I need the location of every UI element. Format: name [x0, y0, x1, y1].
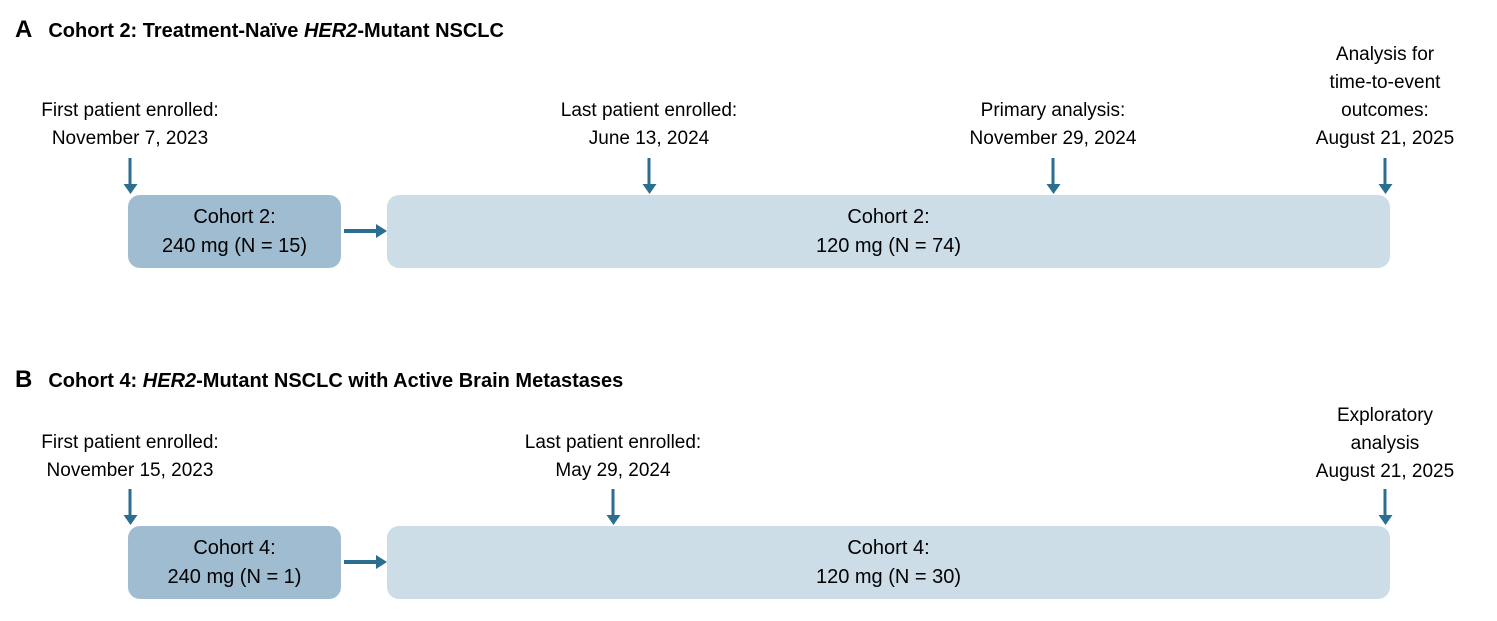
- down-arrow-icon: [1046, 158, 1061, 194]
- box-cohort4-120mg: Cohort 4: 120 mg (N = 30): [387, 526, 1390, 599]
- milestone-exploratory-analysis-b: Exploratory analysis August 21, 2025: [1316, 402, 1454, 486]
- box-cohort-line: Cohort 2:: [193, 205, 276, 228]
- milestone-label-line: First patient enrolled:: [41, 100, 219, 121]
- box-cohort4-240mg: Cohort 4: 240 mg (N = 1): [128, 526, 341, 599]
- milestone-first-patient-enrolled-b: First patient enrolled: November 15, 202…: [41, 429, 218, 485]
- milestone-date-line: May 29, 2024: [555, 460, 671, 481]
- milestone-date-line: August 21, 2025: [1315, 461, 1455, 482]
- down-arrow-icon: [123, 158, 138, 194]
- panel-b-heading-prefix: Cohort 4:: [48, 370, 143, 392]
- box-dose-line: 240 mg (N = 1): [167, 565, 302, 588]
- milestone-label-line: Analysis for: [1335, 44, 1435, 65]
- box-dose-line: 240 mg (N = 15): [161, 234, 308, 257]
- right-arrow-icon: [344, 224, 387, 238]
- panel-a-heading-gene: HER2: [303, 20, 358, 42]
- down-arrow-icon: [642, 158, 657, 194]
- box-cohort-line: Cohort 4:: [847, 536, 930, 559]
- milestone-first-patient-enrolled-a: First patient enrolled: November 7, 2023: [41, 97, 218, 153]
- box-cohort-line: Cohort 4:: [193, 536, 276, 559]
- box-dose-line: 120 mg (N = 74): [815, 234, 962, 257]
- panel-a-heading-prefix: Cohort 2: Treatment-Naïve: [48, 20, 304, 42]
- milestone-time-to-event-analysis-a: Analysis for time-to-event outcomes: Aug…: [1316, 41, 1454, 153]
- box-cohort2-240mg: Cohort 2: 240 mg (N = 15): [128, 195, 341, 268]
- right-arrow-icon: [344, 555, 387, 569]
- down-arrow-icon: [606, 489, 621, 525]
- panel-a-title: A Cohort 2: Treatment-Naïve HER2-Mutant …: [15, 16, 504, 44]
- milestone-label-line: outcomes:: [1341, 100, 1429, 121]
- milestone-last-patient-enrolled-a: Last patient enrolled: June 13, 2024: [561, 97, 737, 153]
- milestone-label-line: First patient enrolled:: [41, 432, 219, 453]
- panel-a-heading-suffix: -Mutant NSCLC: [357, 20, 504, 42]
- down-arrow-icon: [1378, 158, 1393, 194]
- milestone-primary-analysis-a: Primary analysis: November 29, 2024: [970, 97, 1137, 153]
- milestone-date-line: November 15, 2023: [46, 460, 214, 481]
- milestone-date-line: June 13, 2024: [588, 128, 710, 149]
- panel-b-heading-gene: HER2: [142, 370, 197, 392]
- panel-b-title: B Cohort 4: HER2-Mutant NSCLC with Activ…: [15, 366, 623, 394]
- panel-a-letter: A: [15, 16, 33, 43]
- panel-b-heading: Cohort 4: HER2-Mutant NSCLC with Active …: [48, 370, 623, 393]
- panel-a-heading: Cohort 2: Treatment-Naïve HER2-Mutant NS…: [48, 20, 504, 43]
- box-cohort-line: Cohort 2:: [847, 205, 930, 228]
- milestone-label-line: Last patient enrolled:: [560, 100, 738, 121]
- box-dose-line: 120 mg (N = 30): [815, 565, 962, 588]
- milestone-label-line: Primary analysis:: [980, 100, 1126, 121]
- milestone-date-line: November 29, 2024: [969, 128, 1137, 149]
- panel-b-heading-suffix: -Mutant NSCLC with Active Brain Metastas…: [196, 370, 624, 392]
- milestone-date-line: November 7, 2023: [51, 128, 209, 149]
- milestone-label-line: analysis: [1350, 433, 1420, 454]
- down-arrow-icon: [123, 489, 138, 525]
- down-arrow-icon: [1378, 489, 1393, 525]
- milestone-last-patient-enrolled-b: Last patient enrolled: May 29, 2024: [525, 429, 701, 485]
- milestone-label-line: Last patient enrolled:: [524, 432, 702, 453]
- milestone-date-line: August 21, 2025: [1315, 128, 1455, 149]
- milestone-label-line: Exploratory: [1336, 405, 1434, 426]
- panel-b-letter: B: [15, 366, 33, 393]
- milestone-label-line: time-to-event: [1329, 72, 1441, 93]
- box-cohort2-120mg: Cohort 2: 120 mg (N = 74): [387, 195, 1390, 268]
